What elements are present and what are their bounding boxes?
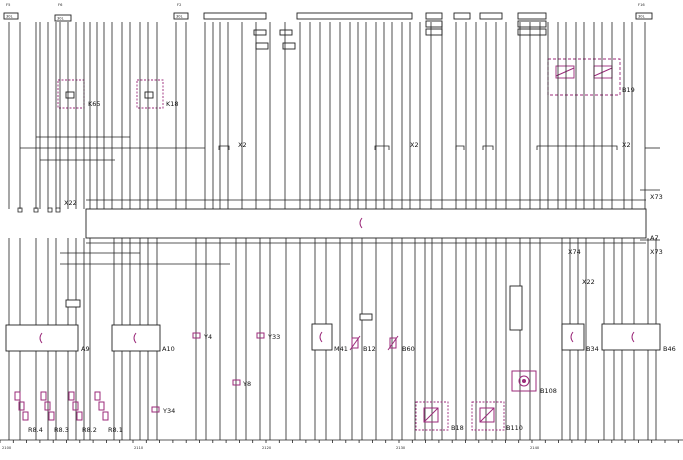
module-a9: A9 [5,324,90,353]
label-x74: X74 [568,248,581,256]
sensor-b108: B108 [511,370,557,395]
label-r84: R8.4 [28,426,43,434]
top-tag-f16: F16 30L [635,3,653,20]
tag-f6-line1: F6 [58,3,63,7]
label-r82: R8.2 [82,426,97,434]
top-tag-f5: F5 30L [3,3,19,20]
label-k65: K65 [88,100,101,108]
resistor-r83: R8.3 [40,391,69,434]
label-b34: B34 [586,345,599,353]
label-a10: A10 [162,345,175,353]
top-connector-strip [203,12,547,50]
ruler-label-2130: 2130 [396,446,406,450]
label-r83: R8.3 [54,426,69,434]
ruler-label-2120: 2120 [262,446,272,450]
motor-m41: M41 [311,323,348,353]
label-b46: B46 [663,345,676,353]
tag-f16-line1: F16 [638,3,645,7]
label-y8: Y8 [242,380,251,388]
relay-k65: K65 [57,79,101,109]
label-x2-b: X2 [410,141,419,149]
valve-y4: Y4 [192,332,212,341]
label-b18: B18 [451,424,464,432]
bottom-ruler: 2100 2110 2120 2130 2140 [0,439,683,450]
shield-b108 [509,285,523,331]
label-y34: Y34 [162,407,175,415]
label-b108: B108 [540,387,557,395]
label-y33: Y33 [267,333,280,341]
ruler-label-2110: 2110 [134,446,144,450]
resistor-r82: R8.2 [68,391,97,434]
valve-y33: Y33 [256,332,280,341]
ecu-a7: A7 X73 X73 X74 X22 X22 [64,193,663,286]
tag-f6-line2: 30L [57,17,64,21]
relay-k18: K18 [136,79,179,109]
label-b110: B110 [506,424,523,432]
sensor-b18: B18 [415,401,464,432]
tag-f5-line2: 30L [6,15,13,19]
sensor-b12: B12 [349,335,376,353]
sensor-b110: B110 [471,401,523,432]
sensor-b46: B46 [601,323,676,353]
label-x2-c: X2 [622,141,631,149]
tag-f2-line2: 30L [176,15,183,19]
label-a9: A9 [81,345,90,353]
label-x73-top: X73 [650,193,663,201]
valve-y8: Y8 [232,379,251,388]
small-box-a9 [65,299,81,308]
ruler-label-2140: 2140 [530,446,540,450]
sensor-b34: B34 [561,323,599,353]
label-a7: A7 [650,234,659,242]
small-box-b12 [359,313,373,321]
sensor-b19: B19 [547,58,635,96]
label-b12: B12 [363,345,376,353]
sensor-b60: B60 [387,335,415,353]
top-tag-f2: F2 30L [173,3,189,20]
label-x22-right: X22 [582,278,595,286]
label-m41: M41 [334,345,348,353]
label-k18: K18 [166,100,179,108]
tag-f2-line1: F2 [177,3,181,7]
module-a10: A10 [111,324,175,353]
label-b19: B19 [622,86,635,94]
tag-f16-line2: 30L [638,15,645,19]
resistor-r84: R8.4 [14,391,43,434]
label-y4: Y4 [203,333,212,341]
resistor-r81: R8.1 [94,391,123,434]
label-r81: R8.1 [108,426,123,434]
x22-markers [17,207,61,213]
label-b60: B60 [402,345,415,353]
tag-f5-line1: F5 [6,3,10,7]
ruler-label-2100: 2100 [2,446,12,450]
top-tag-f6: F6 30L [54,3,72,22]
bus-lines [20,136,660,265]
label-x22-top: X22 [64,199,77,207]
valve-y34: Y34 [151,406,175,415]
